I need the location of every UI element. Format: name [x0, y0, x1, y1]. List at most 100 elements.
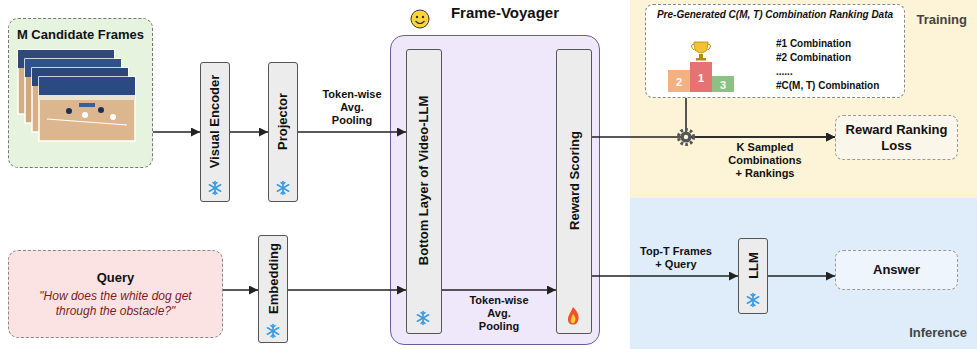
frame-stack-part-part — [35, 99, 111, 105]
ranking-list: #1 Combination#2 Combination......#C(M, … — [776, 37, 879, 93]
smiley-icon-part — [416, 21, 425, 24]
region-label: Training — [916, 12, 967, 27]
edge-label: Token-wise Avg. Pooling — [319, 88, 385, 127]
frame-stack-part-part — [110, 114, 116, 120]
edge-label-holder: Top-T Frames + Query — [636, 245, 716, 272]
frozen-icon — [277, 182, 288, 195]
frame-stack-part-part — [32, 68, 128, 132]
module-label: Bottom Layer of Video-LLM — [417, 96, 432, 265]
frame-stack-part-part — [42, 108, 118, 114]
module-box: Reward Scoring — [556, 49, 592, 334]
podium-icon-part — [690, 62, 712, 92]
frame-stack-part-part — [39, 77, 135, 141]
frame-stack-part-part — [47, 119, 127, 125]
ranking-data-box: Pre-Generated C(M, T) Combination Rankin… — [645, 4, 905, 98]
podium-icon-part — [694, 42, 708, 53]
gear-icon-part — [680, 131, 691, 142]
podium-icon-part — [708, 44, 711, 50]
ranking-item: ...... — [776, 65, 879, 79]
edge-label-holder: K Sampled Combinations + Rankings — [722, 141, 808, 181]
frame-stack-part-part — [39, 95, 135, 100]
connector — [686, 98, 835, 137]
module-box: Embedding — [258, 235, 288, 343]
podium-number-holder: 1 — [698, 68, 704, 86]
frozen-icon — [747, 294, 758, 307]
module-label: Embedding — [266, 243, 281, 314]
frozen-icon — [209, 182, 220, 195]
smiley-icon-part — [411, 10, 429, 28]
frame-stack-part-part — [98, 107, 104, 113]
frame-stack-part — [18, 50, 114, 114]
connector — [298, 131, 406, 133]
smiley-icon — [411, 10, 429, 28]
frame-stack-part-part — [25, 59, 121, 123]
flame-icon — [568, 307, 579, 325]
box-label: Answer — [873, 262, 920, 278]
ranking-item: #C(M, T) Combination — [776, 79, 879, 93]
podium-icon-part — [712, 76, 734, 92]
edge-label-holder: Token-wise Avg. Pooling — [466, 294, 532, 334]
podium-number: 1 — [698, 72, 704, 84]
gear-icon — [679, 130, 694, 145]
edge-label-holder: Token-wise Avg. Pooling — [319, 88, 385, 128]
edge-label: Token-wise Avg. Pooling — [466, 294, 532, 333]
connector — [592, 275, 738, 277]
module-box: LLM — [738, 238, 768, 314]
region-label: Inference — [909, 325, 967, 340]
frame-stack-part-part — [25, 59, 121, 77]
frame-stack-part-part — [66, 108, 72, 114]
box-label: Reward Ranking Loss — [844, 122, 949, 154]
frame-stack-part-part — [32, 68, 128, 86]
module-box: Bottom Layer of Video-LLM — [406, 49, 442, 334]
gear-icon-part — [684, 135, 688, 139]
frame-stack-part — [39, 77, 135, 141]
panel-heading: Frame-Voyager — [451, 4, 559, 21]
smiley-icon-part — [416, 16, 418, 18]
query-heading: Query — [97, 270, 135, 285]
smiley-icon-part — [422, 16, 424, 18]
frame-stack-part — [32, 68, 128, 132]
frame-stack — [18, 50, 135, 141]
podium-icon — [668, 42, 734, 92]
podium-number: 2 — [676, 76, 682, 88]
connector — [442, 289, 556, 291]
region-label-holder: Training — [916, 10, 967, 28]
frozen-icon — [267, 325, 278, 338]
input-panel: M Candidate Frames — [8, 18, 153, 168]
connector — [153, 131, 200, 133]
podium-number-holder: 3 — [720, 75, 726, 93]
query-text: "How does the white dog get through the … — [19, 289, 212, 319]
frame-stack-part — [25, 59, 121, 123]
frame-stack-part-part — [79, 103, 95, 107]
podium-icon-part — [668, 70, 690, 92]
connector — [768, 275, 835, 277]
connector — [223, 289, 258, 291]
frame-stack-part-part — [28, 90, 104, 96]
module-label: Projector — [276, 92, 291, 149]
ranking-item: #1 Combination — [776, 37, 879, 51]
flame-icon-part — [568, 307, 579, 325]
podium-number: 3 — [720, 79, 726, 91]
region-label-holder: Inference — [909, 323, 967, 341]
query-box: Query "How does the white dog get through… — [8, 250, 223, 338]
frozen-icon — [417, 312, 428, 325]
loss-box: Reward Ranking Loss — [835, 115, 958, 160]
answer-box: Answer — [835, 250, 958, 290]
frame-stack-part-part — [82, 112, 88, 118]
module-box: Projector — [268, 62, 298, 202]
inference-region: Inference LLM Answer — [630, 198, 977, 349]
module-box: Visual Encoder — [200, 62, 230, 202]
podium-icon-part — [696, 58, 706, 61]
gear-icon-part — [679, 130, 694, 145]
panel-heading-holder: Frame-Voyager — [401, 4, 609, 22]
box-title: Pre-Generated C(M, T) Combination Rankin… — [650, 9, 900, 21]
podium-icon-part — [699, 54, 703, 58]
connector — [592, 136, 835, 138]
frame-stack-part-part — [39, 77, 135, 95]
panel-title: M Candidate Frames — [9, 27, 152, 42]
ranking-item: #2 Combination — [776, 51, 879, 65]
module-label: Reward Scoring — [567, 131, 582, 230]
flame-icon-part — [571, 314, 576, 323]
module-label: Visual Encoder — [208, 74, 223, 168]
